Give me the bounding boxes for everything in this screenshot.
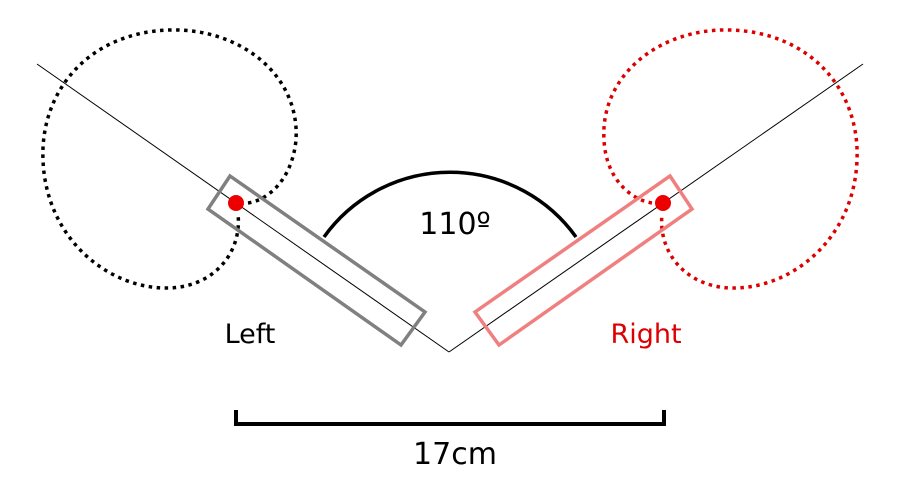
right-polar-pattern	[602, 28, 859, 290]
left-label: Left	[225, 319, 276, 350]
left-axis-line	[36, 63, 450, 353]
left-microphone-body	[205, 173, 428, 348]
left-capsule-point	[228, 195, 244, 211]
left-polar-pattern	[41, 28, 298, 290]
angle-arc	[322, 170, 578, 239]
distance-scale-bar	[234, 410, 666, 426]
distance-label: 17cm	[413, 437, 497, 472]
angle-label: 110º	[419, 207, 490, 242]
right-axis-line	[448, 63, 864, 353]
right-capsule-point	[655, 195, 671, 211]
right-microphone-body	[472, 173, 695, 348]
right-label: Right	[610, 319, 681, 350]
